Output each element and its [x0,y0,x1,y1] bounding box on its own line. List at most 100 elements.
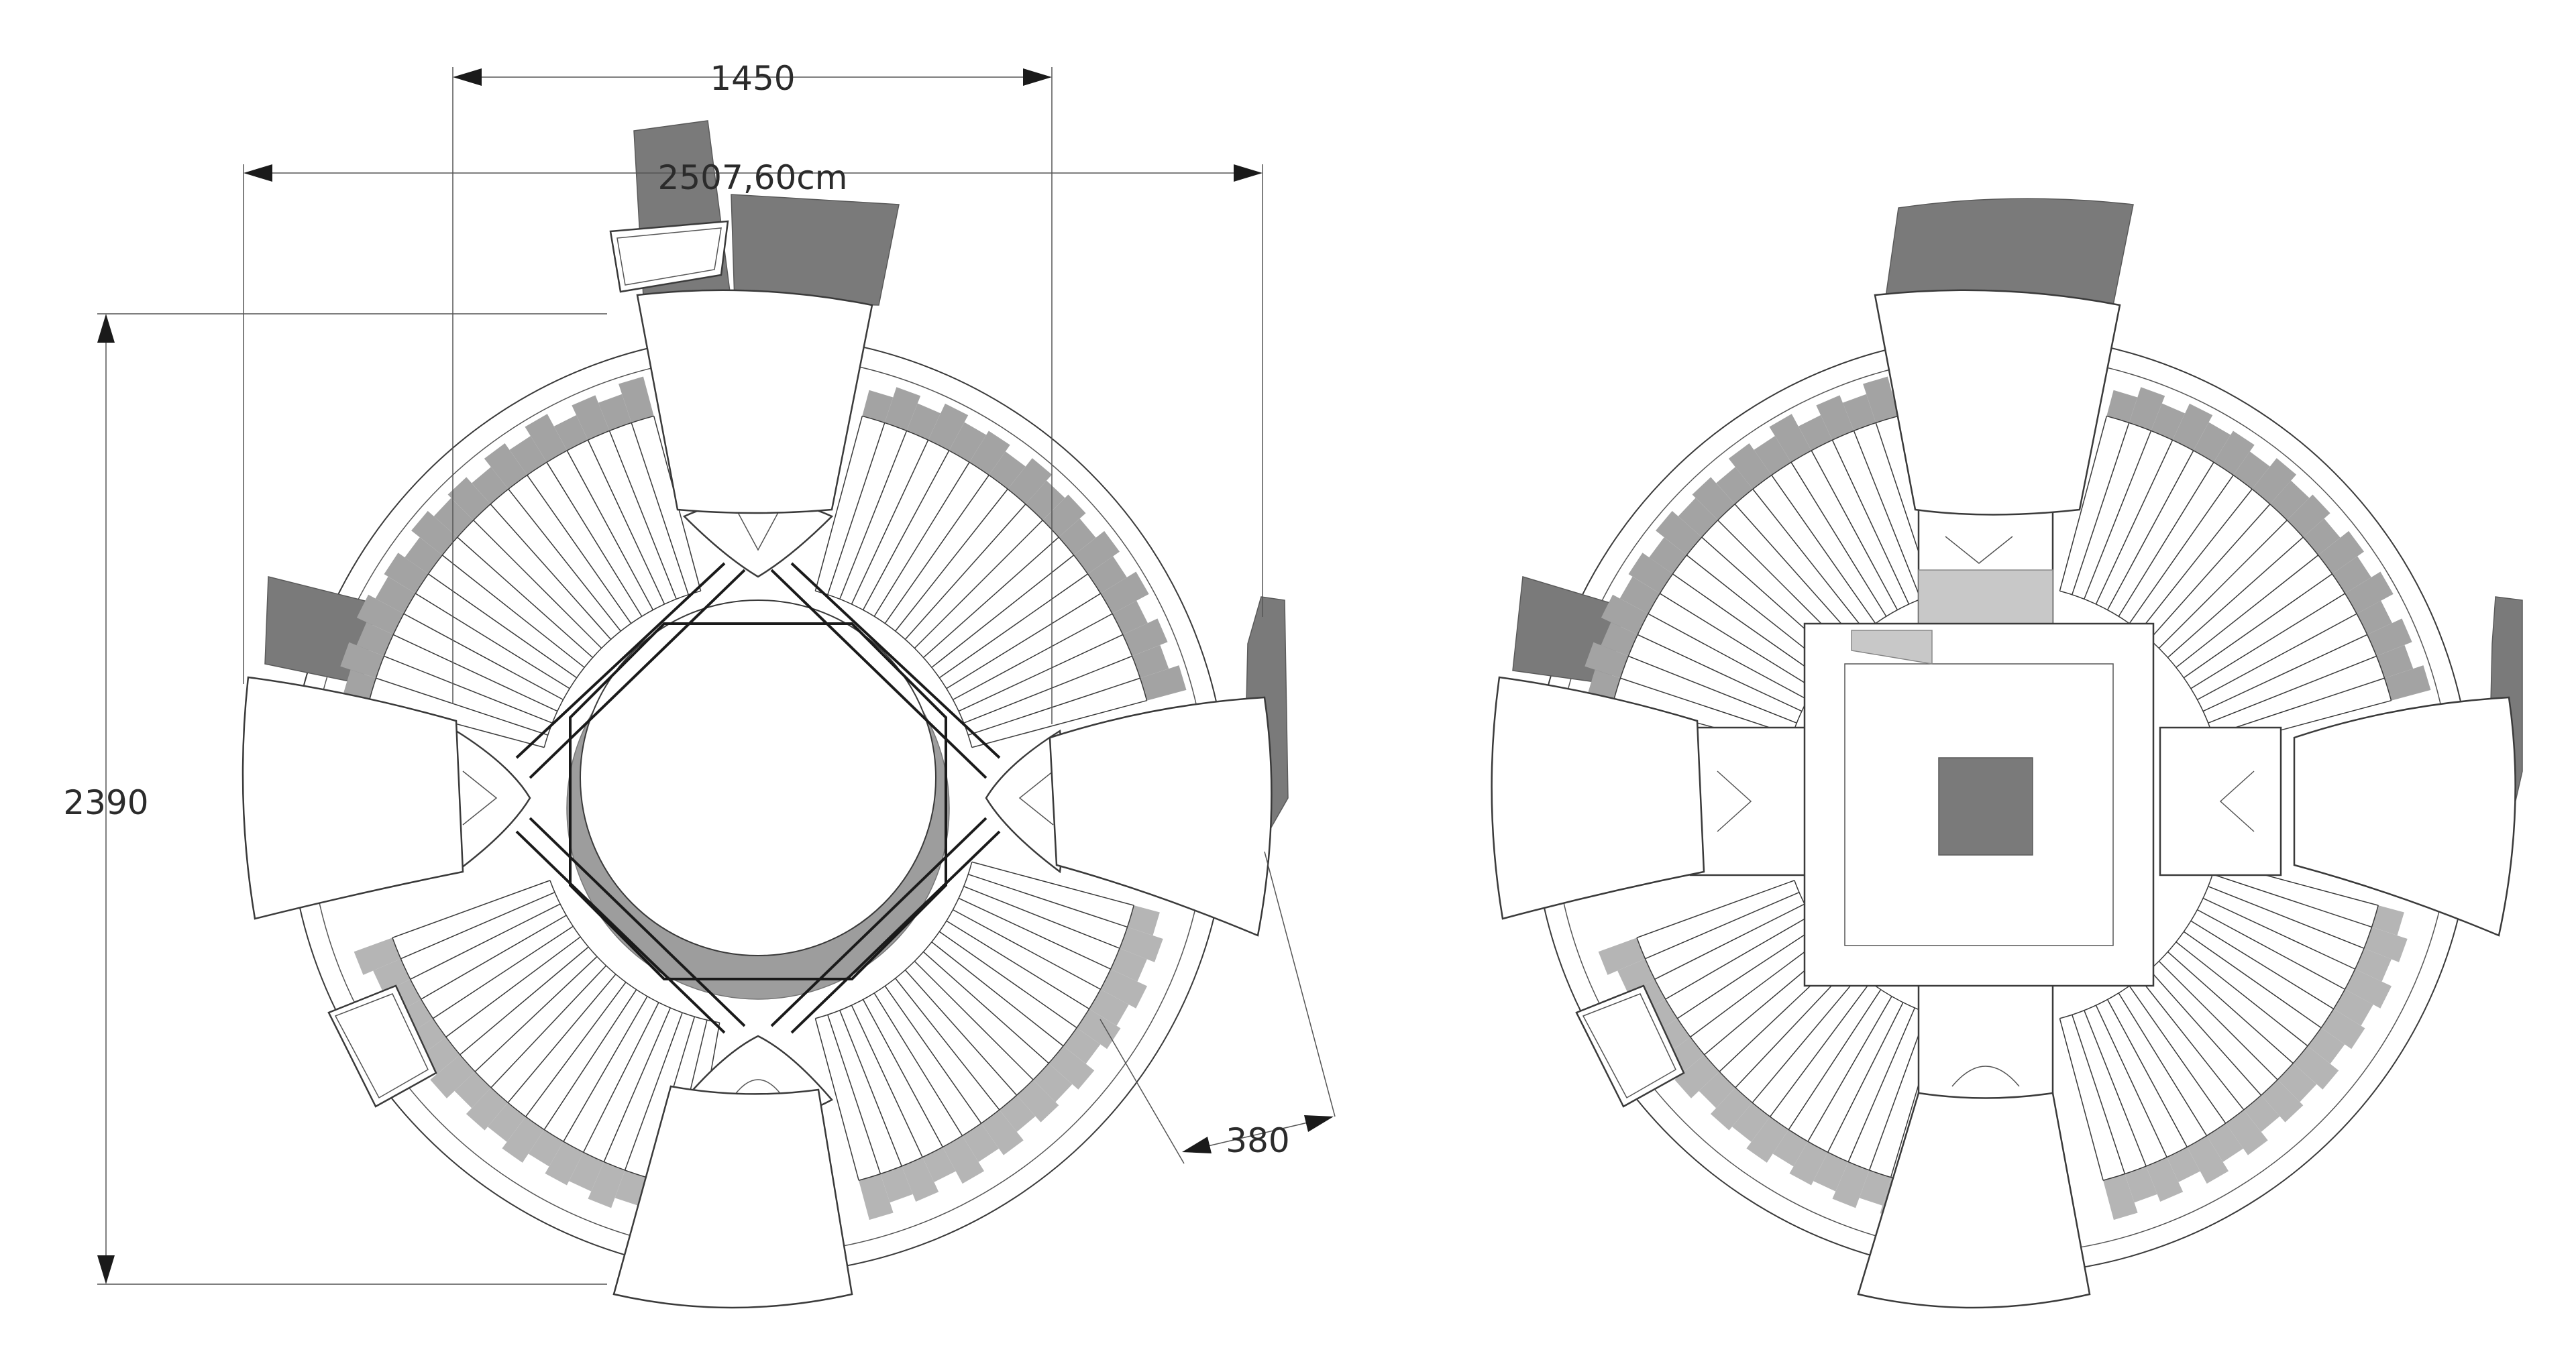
stair-shade-segment [466,1087,508,1131]
stair-tread [938,573,1088,679]
stair-tread [2176,942,2308,1047]
stair-tread [1853,431,1921,600]
stair-shade-segment [2303,518,2341,555]
stair-shade-segment [2293,1045,2339,1090]
stair-shade-segment [2225,1109,2268,1155]
wing-left-r [1491,676,1705,920]
stair-tread [410,903,561,980]
stair-shade-segment [1754,436,1792,475]
stair-shade-segment [1859,1170,1891,1206]
stair-tread [441,555,585,668]
stair-shade-segment [1598,937,1646,975]
stair-tread [2167,951,2294,1064]
stair-tread [958,897,1111,970]
stair-shade-segment [1601,594,1648,635]
stair-band-lower-left [354,880,720,1220]
stair-shade-segment [2287,494,2330,538]
stair-tread [2183,931,2322,1029]
wing-right [1049,696,1273,937]
stair-tread [1654,903,1805,980]
stair-shade-segment [2103,1174,2138,1220]
stair-shade-segment [354,937,401,975]
stair-shade-segment [1100,571,1149,614]
small-plate-lower-left-r [1575,984,1685,1108]
stair-tread [2095,1005,2167,1157]
stair-tread [2190,920,2334,1010]
stair-tread [403,613,564,701]
stair-tread [2059,416,2108,591]
stair-tread [566,450,654,610]
stair-shade-segment [2355,948,2392,982]
stair-tread [2212,677,2385,736]
stair-tread [587,439,665,605]
stair-tread [473,520,602,649]
stair-shade-segment [884,387,921,431]
stair-shade-segment [1140,665,1187,701]
stair-shade-segment [2252,458,2297,504]
stair-shade-segment [2376,644,2414,679]
stair-tread [873,461,970,617]
left-floor-plan [241,120,1289,1309]
central-core [1938,757,2033,856]
stair-shade-segment [1120,927,1163,962]
stair-shade-segment [509,436,547,475]
stair-shade-segment [1008,458,1053,504]
stair-tread [873,992,963,1137]
dimension-label-top-width: 1450 [710,59,795,98]
stair-shade-segment [962,1123,1000,1162]
stair-tread [963,655,1132,724]
stair-shade-segment [1587,669,1621,701]
stair-shade-segment [1863,376,1898,423]
stair-tread [508,488,621,632]
stair-shade-segment [1692,477,1735,520]
stair-tread [1620,677,1792,736]
stair-shade-segment [1769,414,1812,463]
stair-shade-segment [454,1072,491,1108]
stair-shade-segment [430,1054,476,1098]
stair-shade-segment [484,443,527,490]
stair-arc [549,880,720,1023]
stair-shade-segment [928,403,969,451]
stair-tread [2118,461,2214,617]
small-plate-lower-left [327,984,437,1108]
stair-tread [1752,974,1861,1103]
stair-tread [1672,573,1822,679]
stair-shade-segment [375,576,416,614]
stair-tread [1868,1012,1927,1171]
stair-tread [2167,536,2304,659]
stair-tread [384,655,553,724]
wing-left [241,676,464,920]
stair-tread [953,909,1101,990]
stair-shade-segment [1601,622,1638,657]
stair-tread [2129,475,2234,624]
stair-shade-segment [1049,1045,1095,1090]
stair-shade-segment [487,1102,526,1142]
stair-shade-segment [1617,958,1655,993]
stair-shade-segment [1789,1141,1828,1186]
stair-shade-segment [2187,1135,2229,1184]
stair-shade-segment [553,415,588,451]
stair-shade-segment [1063,1027,1101,1064]
stair-tread [1831,439,1910,605]
stair-band-upper-left-r [1585,376,1946,748]
stair-tread [904,504,1026,640]
stair-arc [368,415,654,701]
stair-shade-segment [598,394,632,431]
stair-shade-segment [859,1174,894,1220]
stair-shade-segment [1087,556,1127,594]
stair-shade-segment [2384,665,2431,701]
right-floor-plan [1491,198,2523,1309]
stair-shade-segment [1656,510,1702,555]
stair-shade-segment [949,422,987,463]
stair-tread [968,677,1140,736]
stair-tread [2197,613,2357,701]
stair-tread [1847,1007,1915,1162]
stair-tread [490,965,607,1088]
stair-tread [2149,504,2271,640]
stair-tread [1645,892,1800,960]
stair-shade-segment [2243,1095,2280,1132]
stair-shade-segment [1731,1102,1770,1142]
stair-shade-segment [2269,480,2310,520]
stair-shade-segment [2318,530,2365,574]
